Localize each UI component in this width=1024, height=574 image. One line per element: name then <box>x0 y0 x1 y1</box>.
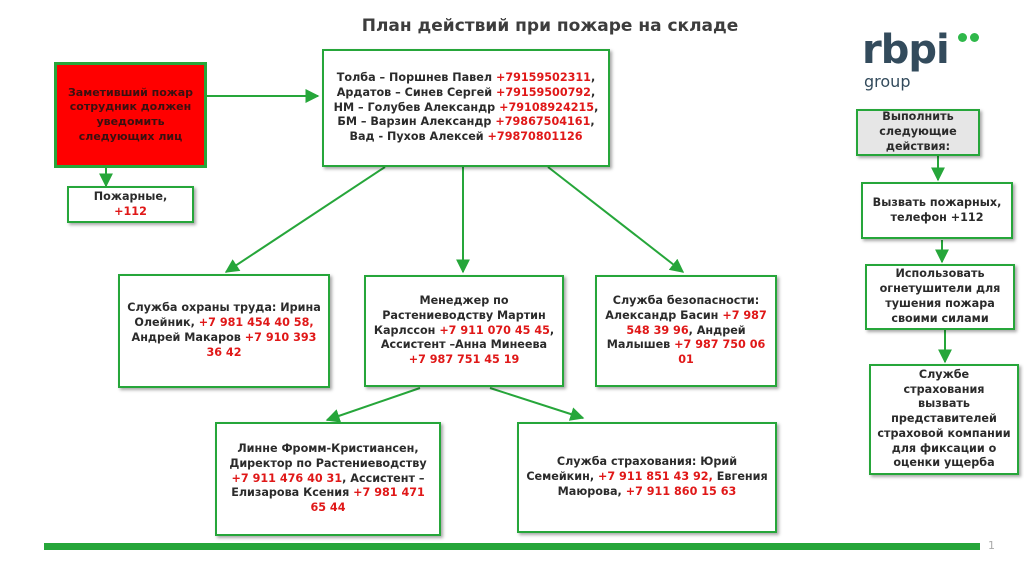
actions-header-box: Выполнить следующие действия: <box>856 109 980 156</box>
call-fire-text: Вызвать пожарных, телефон +112 <box>872 195 1002 224</box>
insurance-phone-1: +7 911 851 43 92, <box>598 470 713 484</box>
top-contact-4: , БМ – Варзин Александр <box>337 100 599 129</box>
arrow-manager-to-director <box>325 387 421 423</box>
call-insurance-box: Службе страхования вызвать представителе… <box>869 364 1019 475</box>
extinguish-text: Использовать огнетушители для тушения по… <box>879 267 1001 325</box>
security-text-1: Служба безопасности: Александр Басин <box>605 294 760 322</box>
manager-phone-1: +7 911 070 45 45 <box>439 323 550 337</box>
logo-subtext: group <box>864 72 911 91</box>
logo-dot-2 <box>970 33 979 42</box>
arrow-top-to-security <box>547 166 685 273</box>
extinguish-box: Использовать огнетушители для тушения по… <box>865 264 1015 330</box>
labor-safety-box: Служба охраны труда: Ирина Олейник, +7 9… <box>118 274 330 388</box>
page-title: План действий при пожаре на складе <box>361 16 739 36</box>
manager-text-1: Менеджер по Растениеводству Мартин Карлс… <box>373 294 546 337</box>
top-phone-4: +79867504161 <box>495 115 591 129</box>
call-insurance-text: Службе страхования вызвать представителе… <box>877 367 1011 470</box>
logo-text: rbpi <box>862 27 950 73</box>
firemen-phone: +112 <box>114 204 147 218</box>
arrow-top-to-labor <box>224 166 386 273</box>
top-phone-2: +79159500792 <box>495 85 591 99</box>
manager-box: Менеджер по Растениеводству Мартин Карлс… <box>364 275 564 387</box>
firemen-box: Пожарные, +112 <box>67 186 194 223</box>
director-phone-2: +7 981 471 65 44 <box>310 486 425 515</box>
insurance-service-box: Служба страхования: Юрий Семейкин, +7 91… <box>517 422 777 533</box>
top-contacts-box: Толба – Поршнев Павел +79159502311, Арда… <box>322 49 610 167</box>
call-fire-box: Вызвать пожарных, телефон +112 <box>861 182 1013 239</box>
director-text-1: Линне Фромм-Кристиансен, Директор по Рас… <box>229 442 427 470</box>
manager-phone-2: +7 987 751 45 19 <box>408 353 520 367</box>
director-text-2: , Ассистент – Елизарова Ксения <box>231 471 425 500</box>
logo-dot-1 <box>958 33 967 42</box>
firemen-label: Пожарные, <box>93 189 168 203</box>
insurance-text-2: Евгения Маюрова, <box>557 470 768 498</box>
page-number: 1 <box>988 539 995 552</box>
noticer-text: Заметивший пожар сотрудник должен уведом… <box>67 85 194 143</box>
director-box: Линне Фромм-Кристиансен, Директор по Рас… <box>215 422 441 536</box>
actions-header-text: Выполнить следующие действия: <box>879 110 957 153</box>
security-text-2: , Андрей Малышев <box>606 323 746 352</box>
top-phone-3: +79108924215 <box>499 100 595 114</box>
top-phone-5: +79870801126 <box>487 130 583 144</box>
security-phone-1: +7 987 548 39 96 <box>626 308 767 337</box>
footer-divider <box>44 543 980 550</box>
labor-phone-1: +7 981 454 40 58, <box>198 316 314 330</box>
insurance-phone-2: +7 911 860 15 63 <box>625 484 737 498</box>
top-contact-1: Толба – Поршнев Павел <box>336 71 493 85</box>
top-contact-2: , Ардатов – Синев Сергей <box>336 71 596 99</box>
insurance-text-1: Служба страхования: Юрий Семейкин, <box>526 455 738 484</box>
rbpi-group-logo: rbpi group <box>862 28 982 98</box>
arrow-manager-to-insurance <box>489 387 585 421</box>
labor-text-2: Андрей Макаров <box>131 331 241 344</box>
security-box: Служба безопасности: Александр Басин +7 … <box>595 275 777 387</box>
noticer-box: Заметивший пожар сотрудник должен уведом… <box>54 62 207 168</box>
labor-phone-2: +7 910 393 36 42 <box>206 331 317 359</box>
labor-text-1: Служба охраны труда: Ирина Олейник, <box>127 301 321 330</box>
top-contact-5: , Вад - Пухов Алексей <box>349 115 595 144</box>
top-phone-1: +79159502311 <box>495 71 591 85</box>
manager-text-2: , Ассистент –Анна Минеева <box>380 323 555 352</box>
security-phone-2: +7 987 750 06 01 <box>674 338 766 367</box>
director-phone-1: +7 911 476 40 31 <box>231 471 343 485</box>
top-contact-3: , НМ – Голубев Александр <box>333 85 596 114</box>
